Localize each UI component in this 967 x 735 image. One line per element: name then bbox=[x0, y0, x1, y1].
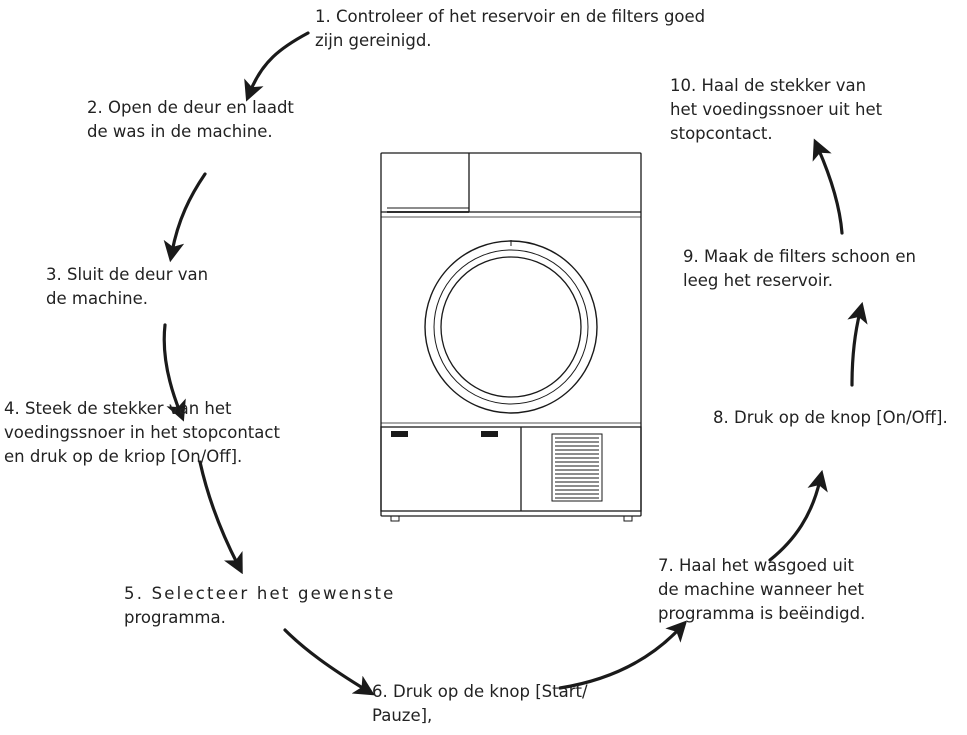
arrow-6-to-7 bbox=[558, 620, 688, 690]
step-6: 6. Druk op de knop [Start/ Pauze], bbox=[372, 682, 588, 725]
vent-grille bbox=[551, 433, 603, 502]
step-7: 7. Haal het wasgoed uit de machine wanne… bbox=[658, 556, 866, 623]
step-9: 9. Maak de filters schoon en leeg het re… bbox=[683, 247, 916, 290]
step-5: 5. Selecteer het gewenste programma. bbox=[124, 584, 396, 627]
step-4: 4. Steek de stekker van het voedingssnoe… bbox=[4, 399, 280, 466]
door-glass bbox=[440, 256, 582, 398]
arrow-1-to-2 bbox=[244, 31, 310, 102]
arrow-8-to-9 bbox=[847, 301, 868, 387]
arrow-9-to-10 bbox=[812, 138, 844, 235]
flow-arrows bbox=[162, 31, 868, 696]
door-outer-ring bbox=[424, 240, 598, 414]
step-2: 2. Open de deur en laadt de was in de ma… bbox=[87, 98, 294, 141]
step-3: 3. Sluit de deur van de machine. bbox=[46, 265, 209, 308]
step-1: 1. Controleer of het reservoir en de fil… bbox=[315, 7, 706, 50]
arrow-2-to-3 bbox=[163, 172, 207, 263]
tumble-dryer-icon bbox=[380, 152, 642, 522]
arrow-3-to-4 bbox=[162, 323, 186, 422]
step-8: 8. Druk op de knop [On/Off]. bbox=[713, 408, 948, 427]
step-10: 10. Haal de stekker van het voedingssnoe… bbox=[670, 76, 883, 143]
arrow-4-to-5 bbox=[198, 460, 243, 575]
arrow-5-to-6 bbox=[283, 628, 375, 696]
arrow-7-to-8 bbox=[768, 469, 828, 562]
